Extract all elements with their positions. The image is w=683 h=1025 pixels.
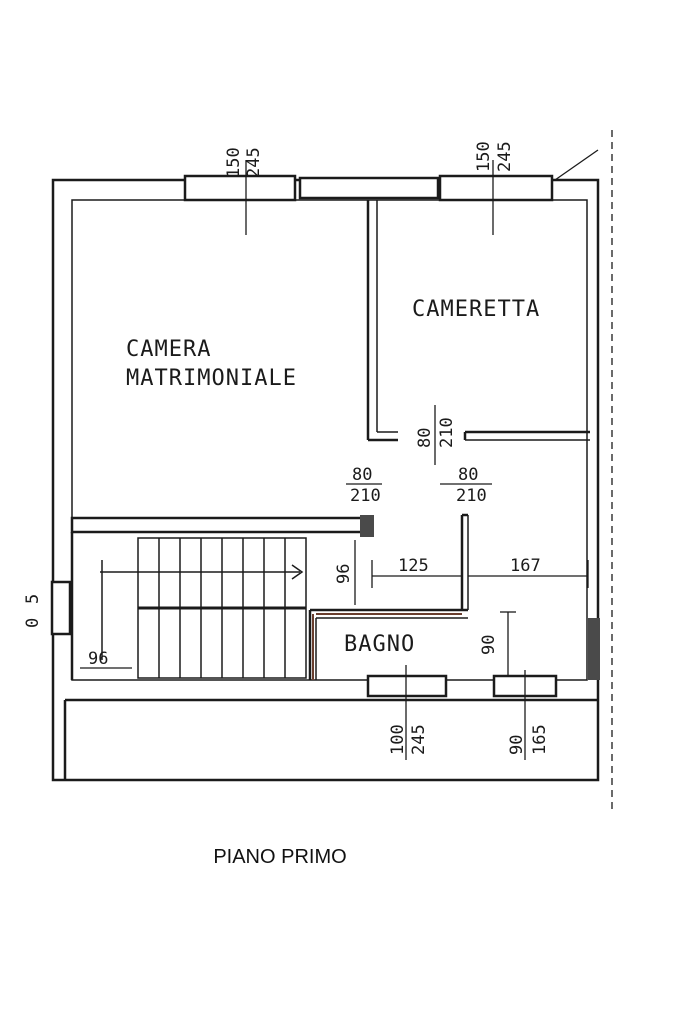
window-side (50, 580, 72, 636)
dim-bagno-width: 167 (510, 556, 541, 576)
dim-door-camera-h: 210 (350, 486, 381, 506)
dim-window-right-h: 245 (495, 141, 515, 172)
dim-window-left-h: 245 (244, 147, 264, 178)
dim-stair-vertical: 96 (334, 564, 354, 584)
hatch-marks (312, 515, 600, 680)
dim-window-bottom-left-h: 245 (409, 724, 429, 755)
dimension-lines (80, 130, 613, 810)
window-top-middle (298, 176, 440, 200)
dim-bagno-depth: 90 (479, 635, 499, 655)
label-bagno: BAGNO (344, 632, 415, 657)
window-bottom-left (366, 674, 448, 698)
dim-door-cameretta-w: 80 (415, 428, 435, 448)
window-top-right (438, 174, 554, 202)
label-cameretta: CAMERETTA (412, 297, 540, 322)
dim-side-bottom: 0 (23, 618, 43, 628)
staircase (100, 537, 307, 679)
boundary-angle (554, 149, 599, 181)
stair-top-wall (70, 516, 374, 534)
dim-window-bottom-right-h: 165 (530, 724, 550, 755)
dim-door-cameretta-h: 210 (437, 417, 457, 448)
dim-door-bagno-w: 80 (458, 465, 478, 485)
plan-caption: PIANO PRIMO (213, 846, 347, 868)
dim-stair-bottom: 96 (88, 649, 108, 669)
label-camera-line2: MATRIMONIALE (126, 366, 297, 391)
right-hatch (588, 618, 600, 680)
dim-side-top: 5 (23, 594, 43, 604)
dim-door-bagno-h: 210 (456, 486, 487, 506)
stair-direction-arrow (291, 564, 304, 580)
dim-hall-width: 125 (398, 556, 429, 576)
label-camera-line1: CAMERA (126, 337, 211, 362)
dim-window-bottom-right-w: 90 (507, 735, 527, 755)
dim-door-camera-w: 80 (352, 465, 372, 485)
window-top-left (183, 174, 297, 202)
dim-window-left-w: 150 (224, 147, 244, 178)
walls (50, 174, 600, 782)
dim-window-right-w: 150 (474, 141, 494, 172)
pillar-hatch (360, 515, 374, 537)
dim-window-bottom-left-w: 100 (388, 724, 408, 755)
